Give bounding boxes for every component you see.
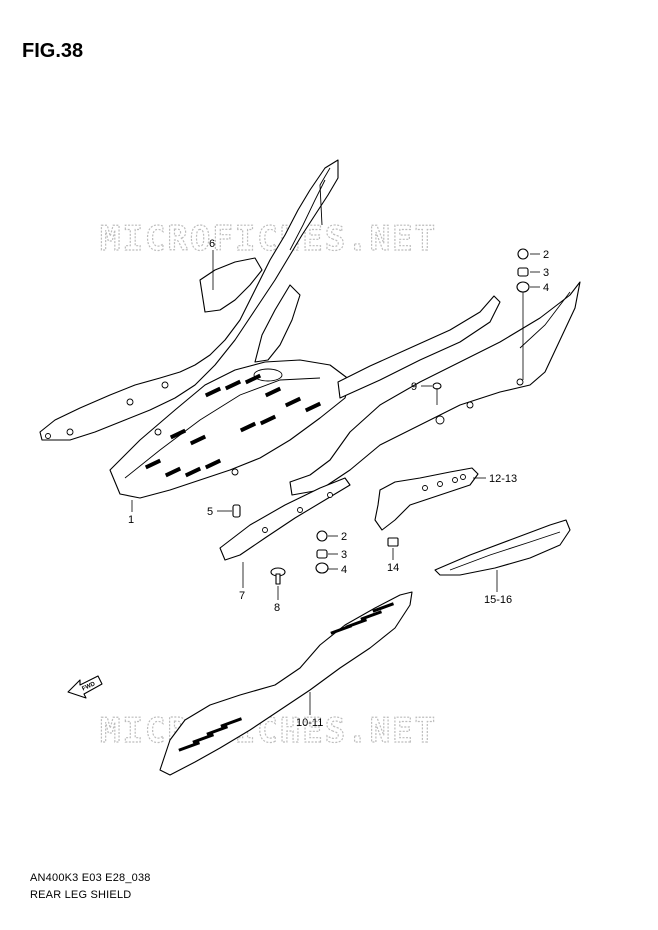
callout-1: 1 (128, 514, 134, 526)
callout-6: 6 (209, 238, 215, 250)
callout-15-16: 15-16 (484, 594, 512, 606)
part-6-side-bracket (39, 159, 339, 441)
callout-10-11: 10-11 (296, 717, 323, 729)
fasteners (232, 248, 530, 585)
part-10-11-lower-shield (159, 591, 413, 776)
callout-2-top: 2 (543, 249, 549, 261)
callout-12-13: 12-13 (489, 473, 517, 485)
figure-name: REAR LEG SHIELD (30, 889, 132, 901)
part-1-floor-panel (109, 284, 501, 499)
fwd-label: FWD (81, 681, 97, 692)
part-7-lower-bracket (219, 477, 351, 561)
callout-4-top: 4 (543, 282, 549, 294)
callout-2-bottom: 2 (341, 531, 347, 543)
watermark-top: MICROFICHES.NET (100, 219, 437, 259)
callout-14: 14 (387, 562, 399, 574)
callout-4-bottom: 4 (341, 564, 347, 576)
callout-3-bottom: 3 (341, 549, 347, 561)
part-12-13-step-bracket (374, 467, 479, 531)
figure-code: AN400K3 E03 E28_038 (30, 872, 151, 884)
callout-9: 9 (411, 381, 417, 393)
callout-7: 7 (239, 590, 245, 602)
leader-lines (131, 250, 540, 715)
figure-title: FIG.38 (22, 40, 84, 62)
fwd-arrow-icon: FWD (67, 675, 103, 699)
callout-3-top: 3 (543, 267, 549, 279)
part-15-16-footrest (434, 519, 571, 576)
callout-8: 8 (274, 602, 280, 614)
callout-5: 5 (207, 506, 213, 518)
